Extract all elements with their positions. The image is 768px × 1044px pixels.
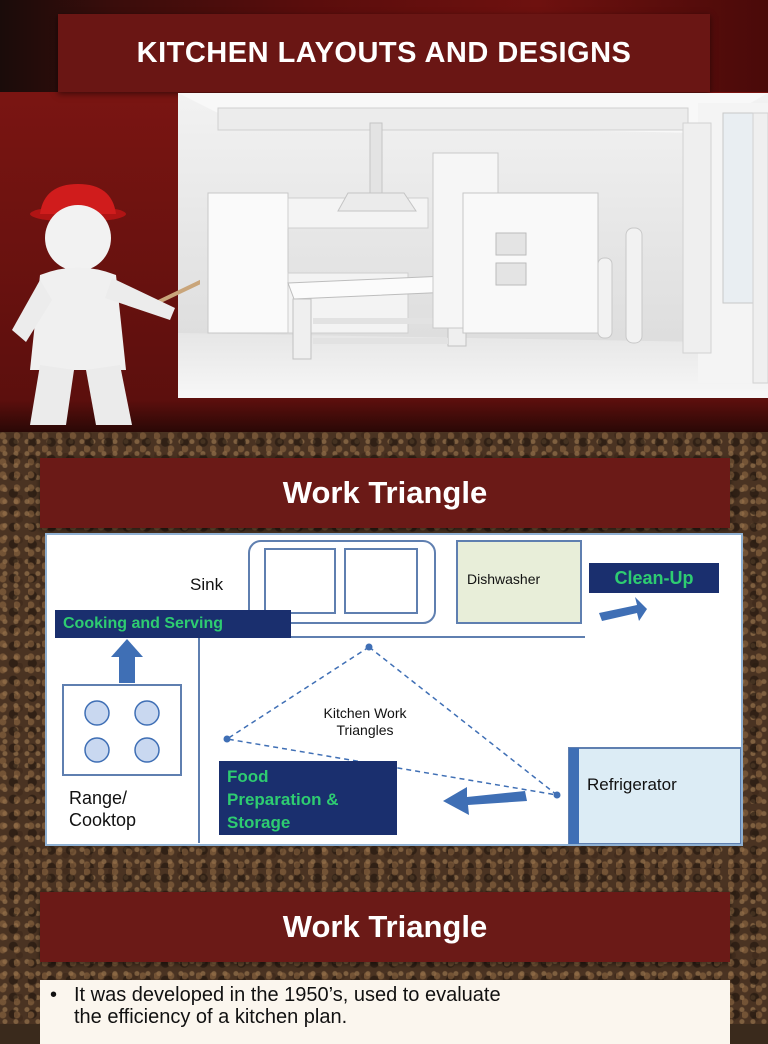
slide-title-box: KITCHEN LAYOUTS AND DESIGNS xyxy=(58,14,710,92)
range-label-line1: Range/ xyxy=(69,788,128,808)
work-triangle-diagram: Sink Dishwasher Clean-Up Cooking and Ser… xyxy=(45,533,743,846)
arrow-up-icon xyxy=(111,639,143,683)
arrow-left-icon xyxy=(443,787,527,815)
triangle-label-line2: Triangles xyxy=(336,722,394,738)
range-box xyxy=(62,684,182,776)
builder-figure-icon xyxy=(12,184,200,425)
slide-title-box: Work Triangle xyxy=(40,458,730,528)
bullet-line2: the efficiency of a kitchen plan. xyxy=(74,1006,348,1028)
cleanup-tag: Clean-Up xyxy=(589,563,719,593)
slide-kitchen-layouts: KITCHEN LAYOUTS AND DESIGNS xyxy=(0,0,768,432)
slide-title: Work Triangle xyxy=(282,909,488,944)
bullet-item: It was developed in the 1950’s, used to … xyxy=(40,984,730,1028)
slide-title: KITCHEN LAYOUTS AND DESIGNS xyxy=(136,36,632,69)
food-prep-line2: Preparation & xyxy=(227,790,339,809)
refrigerator-box xyxy=(568,747,741,844)
range-label: Range/ Cooktop xyxy=(69,787,136,831)
slide-title: Work Triangle xyxy=(282,475,488,510)
kitchen-render-image xyxy=(178,93,768,398)
slide-work-triangle-diagram: Work Triangle xyxy=(0,432,768,868)
bullet-list: It was developed in the 1950’s, used to … xyxy=(40,980,730,1044)
food-prep-line3: Storage xyxy=(227,813,291,832)
slide-work-triangle-text: Work Triangle It was developed in the 19… xyxy=(0,868,768,1044)
refrigerator-label: Refrigerator xyxy=(587,775,677,794)
slide-title-box: Work Triangle xyxy=(40,892,730,962)
dishwasher-box xyxy=(456,540,582,624)
food-prep-tag: Food Preparation & Storage xyxy=(219,761,397,835)
triangle-label-line1: Kitchen Work xyxy=(323,705,407,721)
dishwasher-label: Dishwasher xyxy=(467,571,541,587)
bullet-line1: It was developed in the 1950’s, used to … xyxy=(74,984,501,1006)
range-label-line2: Cooktop xyxy=(69,810,137,830)
triangle-label: Kitchen Work Triangles xyxy=(295,705,435,739)
cooking-serving-tag: Cooking and Serving xyxy=(55,610,291,638)
sink-label: Sink xyxy=(190,575,224,594)
arrow-right-icon xyxy=(599,597,647,621)
food-prep-line1: Food xyxy=(227,767,269,786)
